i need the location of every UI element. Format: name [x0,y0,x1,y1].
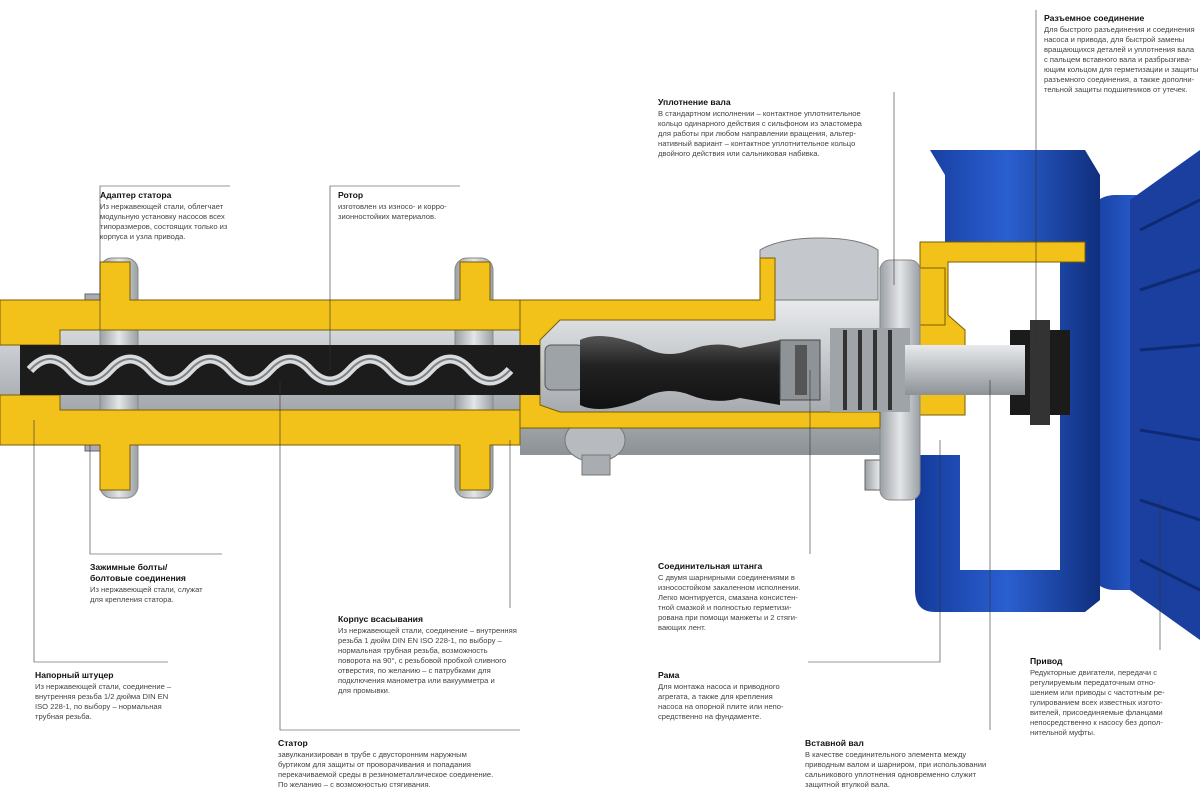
callout-plug-shaft: Вставной вал В качестве соединительного … [805,738,1000,790]
callout-frame: Рама Для монтажа насоса и приводного агр… [658,670,808,722]
callout-rotor: Ротор изготовлен из износо- и корро- зио… [338,190,488,222]
callout-split-joint: Разъемное соединение Для быстрого разъед… [1044,13,1200,95]
callout-title: Уплотнение вала [658,97,731,107]
callout-shaft-seal: Уплотнение вала В стандартном исполнении… [658,97,890,159]
callout-title: Привод [1030,656,1063,666]
callout-text: В качестве соединительного элемента межд… [805,750,987,789]
callout-title: Адаптер статора [100,190,172,200]
callout-title: Рама [658,670,680,680]
callout-drive: Привод Редукторные двигатели, передачи с… [1030,656,1195,738]
callout-title: Напорный штуцер [35,670,114,680]
callout-connecting-rod: Соединительная штанга С двумя шарнирными… [658,561,818,633]
callout-text: Для быстрого разъединения и соединения н… [1044,25,1199,94]
callout-discharge-nozzle: Напорный штуцер Из нержавеющей стали, со… [35,670,185,722]
callout-title: Зажимные болты/ болтовые соединения [90,562,186,583]
callout-text: Из нержавеющей стали, облегчает модульну… [100,202,228,241]
stator-rotor [20,345,540,395]
callout-title: Корпус всасывания [338,614,423,624]
callout-title: Соединительная штанга [658,561,763,571]
callout-text: Из нержавеющей стали, соединение – внутр… [338,626,517,695]
callout-stator: Статор завулканизирован в трубе с двусто… [278,738,518,790]
callout-text: С двумя шарнирными соединениями в износо… [658,573,801,632]
callout-text: Из нержавеющей стали, соединение – внутр… [35,682,172,721]
callout-stator-adapter: Адаптер статора Из нержавеющей стали, об… [100,190,240,242]
callout-text: Для монтажа насоса и приводного агрегата… [658,682,784,721]
callout-clamp-bolts: Зажимные болты/ болтовые соединения Из н… [90,562,230,605]
callout-title: Ротор [338,190,364,200]
callout-text: Редукторные двигатели, передачи с регули… [1030,668,1165,737]
callout-title: Разъемное соединение [1044,13,1145,23]
callout-title: Вставной вал [805,738,864,748]
shaft-seal [830,328,1025,412]
connecting-rod [544,336,821,409]
callout-text: завулканизирован в трубе с двусторонним … [278,750,494,789]
callout-text: Из нержавеющей стали, служат для креплен… [90,585,203,604]
callout-text: изготовлен из износо- и корро- зионносто… [338,202,447,221]
drive-motor [1085,150,1200,640]
callout-title: Статор [278,738,308,748]
callout-text: В стандартном исполнении – контактное уп… [658,109,862,158]
callout-suction-housing: Корпус всасывания Из нержавеющей стали, … [338,614,523,696]
